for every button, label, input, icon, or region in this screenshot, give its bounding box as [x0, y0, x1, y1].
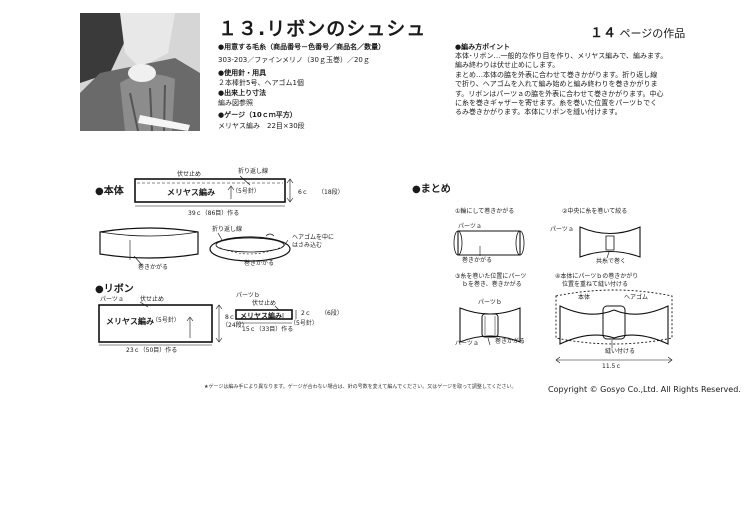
body-fuse-label: 伏せ止め	[177, 171, 202, 178]
step2-yarn-label: 共糸で巻く	[596, 258, 627, 265]
step1-label: ①輪にして巻きかがる	[455, 208, 515, 215]
tips-text: 本体･リボン…一般的な作り目を作り、メリヤス編みで、編みます。 編み終わりは伏せ…	[455, 52, 683, 118]
step4-width-label: 11.5ｃ	[602, 363, 622, 370]
tips-line: 編み終わりは伏せ止めにします。	[455, 61, 560, 70]
ribbon-heading: ●リボン	[95, 284, 134, 295]
size-heading: ●出来上り寸法	[218, 89, 267, 97]
part-a-height-label: 8ｃ	[225, 314, 235, 321]
page-reference: １４ ページの作品	[590, 22, 685, 41]
body-rows-label: （18段）	[318, 189, 344, 196]
tools-heading: ●使用針・用具	[218, 69, 267, 77]
gauge-value: メリヤス編み 22目×30段	[218, 122, 305, 130]
step3-whip-label: 巻きかがる	[495, 338, 526, 345]
step3-label-1: ③糸を巻いた位置にパーツ	[455, 273, 527, 280]
page-title: １３.リボンのシュシュ	[218, 18, 427, 40]
ribbon-part-b-box	[235, 309, 293, 320]
band-insert-label-2: はさみ込む	[292, 242, 323, 249]
band-insert-label: ヘアゴムを中に	[292, 234, 335, 241]
part-b-height-label: 2ｃ	[301, 310, 311, 317]
tips-line: まとめ…本体の脇を外表に合わせて巻きかがります。折り返し線	[455, 70, 658, 79]
copyright: Copyright © Gosyo Co.,Ltd. All Rights Re…	[548, 385, 741, 394]
body-fold-label: 折り返し線	[238, 168, 269, 175]
step4-label-2: 位置を重ねて縫い付ける	[562, 281, 629, 288]
body-height-label: 6ｃ	[298, 189, 308, 196]
tips-line: に糸を巻きギャザーを寄せます。糸を巻いた位置をパーツｂでく	[455, 99, 658, 108]
part-b-width-label: 15ｃ（33目）作る	[242, 326, 294, 333]
step4-elastic-label: ヘアゴム	[624, 294, 649, 301]
step4-body-label: 本体	[578, 294, 591, 301]
tips-line: で折り、ヘアゴムを入れて編み始めと編み終わりを巻きかがりま	[455, 80, 658, 89]
band-outer	[209, 236, 291, 262]
yarn-value: 303-203／ファインメリノ（30ｇ玉巻）／20ｇ	[218, 56, 370, 64]
size-value: 編み図参照	[218, 99, 253, 107]
gauge-heading: ●ゲージ（10ｃｍ平方）	[218, 111, 297, 119]
tips-line: す。リボンはパーツａの脇を外表に合わせて巻きかがります。中心	[455, 89, 664, 98]
yarn-heading: ●用意する毛糸（商品番号－色番号／商品名／数量）	[218, 43, 386, 51]
page-number: １４	[590, 26, 617, 41]
ribbon-part-a-box	[98, 304, 213, 343]
step1-tube	[457, 230, 521, 256]
step4-label-1: ④本体にパーツｂの巻きかがり	[555, 273, 639, 280]
part-b-fuse-label: 伏せ止め	[252, 300, 277, 307]
body-whip-label: 巻きかがる	[138, 264, 169, 271]
body-width-label: 39ｃ（86目）作る	[188, 210, 240, 217]
assembly-heading: ●まとめ	[412, 184, 451, 195]
tips-line: 本体･リボン…一般的な作り目を作り、メリヤス編みで、編みます。	[455, 52, 668, 60]
step3-parta-label: パーツａ	[455, 340, 479, 347]
page-reference-suffix: ページの作品	[619, 27, 686, 40]
step4-body	[555, 289, 673, 345]
product-photo	[80, 13, 200, 131]
body-stitch-label: メリヤス編み	[167, 188, 215, 197]
part-a-fuse-label: 伏せ止め	[140, 296, 165, 303]
band-whip-label: 巻きかがる	[244, 260, 275, 267]
model-photo-illustration	[80, 13, 200, 131]
step4-sew-label: 縫い付ける	[605, 348, 636, 355]
step4-bow	[559, 305, 669, 345]
tips-line: るみ巻きかがります。本体にリボンを縫い付けます。	[455, 108, 622, 117]
gauge-note: ★ゲージは編み手により異なります。ゲージが合わない場合は、針の号数を変えて編んで…	[204, 384, 517, 390]
step1-whip-label: 巻きかがる	[462, 257, 493, 264]
step2-bow	[579, 226, 641, 258]
part-b-stitch-label: メリヤス編み	[240, 312, 282, 320]
body-heading: ●本体	[95, 186, 124, 197]
tips-heading: ●編み方ポイント	[455, 43, 511, 51]
step1-part-label: パーツａ	[458, 223, 482, 230]
step3-partb-label: パーツｂ	[478, 299, 502, 306]
step3-bow	[459, 307, 521, 343]
body-needle-label: （5号針）	[232, 188, 260, 195]
body-tube	[99, 227, 199, 259]
body-knit-box	[134, 178, 286, 203]
band-fold-label: 折り返し線	[212, 226, 243, 233]
step2-part-label: パーツａ	[550, 226, 574, 233]
part-a-rows-label: （24段）	[222, 322, 248, 329]
part-b-needle-label: （5号針）	[290, 320, 318, 327]
part-a-label: パーツａ	[100, 296, 124, 303]
step3-label-2: ｂを巻き、巻きかがる	[462, 281, 522, 288]
tools-value: ２本棒針5号、ヘアゴム1個	[218, 79, 304, 87]
part-a-needle-label: （5号針）	[152, 317, 180, 324]
part-b-label: パーツｂ	[236, 292, 260, 299]
part-a-width-label: 23ｃ（50目）作る	[126, 347, 178, 354]
part-b-rows-label: （6段）	[321, 310, 343, 317]
part-a-stitch-label: メリヤス編み	[106, 317, 154, 326]
step2-label: ②中央に糸を巻いて絞る	[562, 208, 628, 215]
